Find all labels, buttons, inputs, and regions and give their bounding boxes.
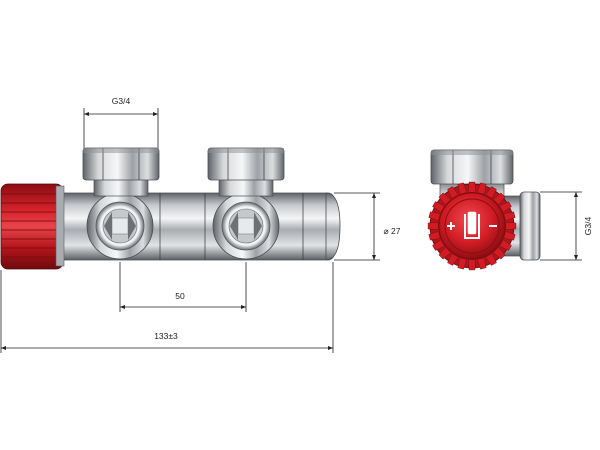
knurl-tooth [438, 246, 452, 260]
knurl-tooth [428, 230, 441, 241]
knurl-tooth [428, 211, 441, 222]
knurl-tooth [485, 186, 497, 199]
knurl-tooth [427, 221, 439, 231]
thread-top-label: G3/4 [112, 96, 131, 106]
left-port [86, 192, 154, 260]
side-view [427, 149, 541, 271]
knurl-tooth [447, 186, 459, 199]
knurl-tooth [467, 259, 477, 271]
knurl-tooth [476, 182, 487, 195]
knurl-tooth [457, 182, 468, 195]
overall-length-label: 133±3 [154, 331, 178, 341]
knurl-tooth [457, 257, 468, 270]
right-port [212, 192, 280, 260]
left-hex-nut [82, 147, 160, 197]
side-hex-nut [430, 149, 514, 185]
knurl-tooth [485, 253, 497, 266]
knurl-tooth [499, 201, 512, 213]
diameter-label: ⌀ 27 [384, 226, 401, 236]
spacing-label: 50 [175, 291, 185, 301]
knurl-tooth [476, 257, 487, 270]
knurl-tooth [432, 201, 445, 213]
knurl-tooth [503, 230, 516, 241]
dimension-thread-side: G3/4 [540, 191, 593, 261]
dimension-thread-top: G3/4 [83, 96, 159, 148]
knurl-tooth [492, 192, 506, 206]
thread-side-label: G3/4 [583, 217, 593, 236]
dimension-spacing: 50 [119, 262, 247, 312]
knurl-tooth [492, 246, 506, 260]
knurl-tooth [503, 211, 516, 222]
red-knurled-cap [427, 181, 517, 271]
dimension-overall-length: 133±3 [0, 262, 334, 353]
front-view [0, 147, 341, 270]
knurl-tooth [467, 181, 477, 193]
dimension-diameter: ⌀ 27 [334, 192, 401, 261]
knurl-tooth [447, 253, 459, 266]
red-handwheel [0, 183, 65, 270]
right-hex-nut [207, 147, 285, 197]
knurl-tooth [499, 239, 512, 251]
knurl-tooth [438, 192, 452, 206]
knurl-tooth [505, 221, 517, 231]
knurl-tooth [432, 239, 445, 251]
